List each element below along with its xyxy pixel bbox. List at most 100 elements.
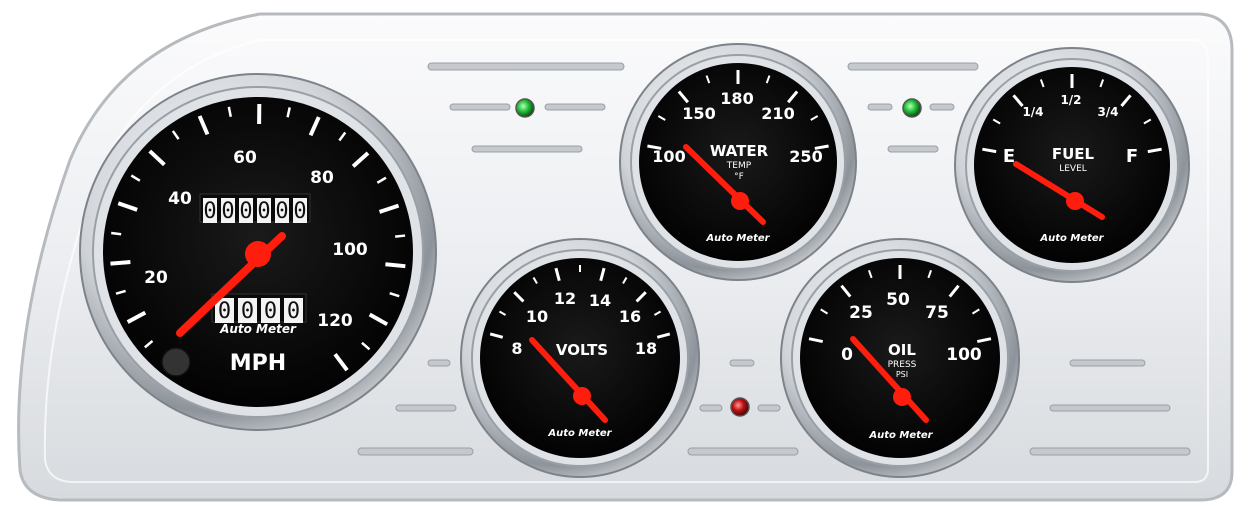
oil-subtitle: PRESS [888,360,917,370]
minor-tick [111,231,122,236]
major-tick [677,90,690,104]
water-needle [683,144,766,225]
fuel-label-half: 1/2 [1060,93,1081,107]
major-tick [786,90,799,104]
minor-tick [1099,79,1105,88]
speedometer-brand: Auto Meter [219,322,297,336]
volts-needle-hub [573,387,591,405]
minor-tick [338,131,347,142]
fuel-label-e: E [1003,146,1015,167]
minor-tick [820,308,829,315]
speedometer-label-20: 20 [144,268,168,288]
minor-tick [115,289,126,295]
odometer-cell [275,198,289,223]
major-tick [117,201,138,212]
major-tick [197,115,210,136]
volts-label-18: 18 [635,339,657,358]
water-unit: °F [734,172,744,182]
speedometer-label-60: 60 [233,148,257,168]
speedometer-unit: MPH [230,351,286,376]
major-tick [110,260,131,266]
minor-tick [532,276,538,285]
fuel-label-f: F [1126,146,1138,167]
major-tick [333,353,349,372]
minor-tick [971,308,980,315]
panel-slots [357,62,1191,456]
minor-tick [389,292,400,298]
major-tick [126,310,147,324]
minor-tick [376,176,387,184]
minor-tick [622,276,628,285]
speedometer-label-120: 120 [317,311,353,331]
minor-tick [705,75,711,84]
water-label-100: 100 [652,147,685,166]
major-tick [351,151,370,168]
voltmeter-gauge: 8 10 12 14 16 18 VOLTS Auto Meter [460,238,700,478]
minor-tick [498,310,507,316]
minor-tick [171,130,180,140]
volts-brand: Auto Meter [547,428,612,439]
odometer-digit: 0 [275,199,288,224]
oil-label-0: 0 [841,345,853,365]
oil-label-100: 100 [946,345,982,365]
indicator-light-red [730,397,750,417]
minor-tick [1039,79,1045,88]
oil-brand: Auto Meter [868,430,933,441]
minor-tick [144,339,154,349]
odometer-cell [239,198,253,223]
odometer-digit: 0 [221,199,234,224]
minor-tick [868,270,873,279]
speedometer-label-100: 100 [332,240,368,260]
major-tick [554,267,561,282]
fuel-brand: Auto Meter [1039,233,1104,244]
trip-odometer-digit: 0 [287,299,300,324]
odometer-cell [293,198,307,223]
major-tick [647,144,662,150]
water-needle-hub [731,192,749,210]
trip-odometer-cell [238,298,257,323]
major-tick [840,284,852,298]
panel-inner-edge [43,39,1209,483]
indicator-light-green-left [515,98,535,118]
major-tick [378,203,400,214]
fuel-label-three-quarter: 3/4 [1097,105,1118,119]
fuel-needle-hub [1066,192,1084,210]
minor-tick [653,310,662,316]
fuel-label-quarter: 1/4 [1022,105,1043,119]
oil-pressure-gauge: 0 25 50 75 100 OIL PRESS PSI Auto Meter [780,238,1020,478]
trip-reset-knob[interactable] [161,347,191,377]
major-tick [513,291,525,303]
speedometer-tick-marks [110,103,406,372]
minor-tick [286,107,291,118]
fuel-subtitle: LEVEL [1059,164,1087,174]
oil-needle-hub [893,388,911,406]
minor-tick [810,115,819,121]
fuel-title: FUEL [1052,145,1095,163]
minor-tick [227,106,233,117]
water-brand: Auto Meter [705,233,770,244]
minor-tick [1143,118,1152,125]
volts-needle [529,337,608,423]
odometer-cell [257,198,271,223]
major-tick [368,312,389,327]
trip-odometer-cell [284,298,303,323]
volts-label-10: 10 [526,307,548,326]
water-temp-gauge: 100 150 180 210 250 WATER TEMP °F Auto M… [619,43,857,281]
major-tick [948,284,960,298]
fuel-gauge: E 1/4 1/2 3/4 F FUEL LEVEL Auto Meter [954,47,1190,283]
water-label-210: 210 [761,104,794,123]
water-label-250: 250 [789,147,822,166]
oil-unit: PSI [896,370,908,379]
water-subtitle: TEMP [726,161,752,171]
oil-needle [850,336,929,423]
minor-tick [395,234,406,238]
volts-label-12: 12 [554,289,576,308]
volts-label-8: 8 [511,339,522,358]
water-title: WATER [710,142,769,160]
minor-tick [765,75,771,84]
volts-title: VOLTS [556,341,608,359]
